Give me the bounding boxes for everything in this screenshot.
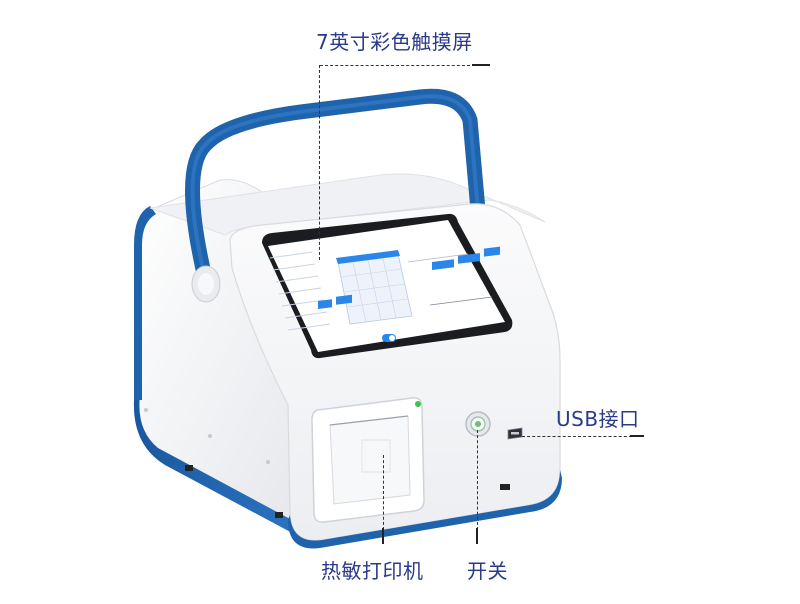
- touchscreen-leader-vertical: [319, 65, 320, 260]
- touchscreen-leader-horizontal: [320, 65, 470, 66]
- usb-leader-cap: [630, 435, 644, 437]
- status-led: [415, 401, 421, 407]
- power-callout-label: 开关: [467, 559, 508, 583]
- top-body: [149, 173, 546, 236]
- printer-leader-cap: [382, 528, 384, 544]
- printer-leader-vertical: [383, 455, 384, 530]
- printer-callout-label: 热敏打印机: [321, 559, 424, 583]
- power-button[interactable]: [465, 411, 491, 437]
- touchscreen-callout-label: 7英寸彩色触摸屏: [316, 30, 473, 54]
- usb-port[interactable]: [507, 427, 523, 440]
- usb-leader-horizontal: [522, 436, 637, 437]
- usb-callout-label: USB接口: [556, 407, 640, 431]
- touchscreen[interactable]: [262, 213, 513, 359]
- power-leader-cap: [476, 528, 478, 544]
- touchscreen-leader-cap: [472, 64, 490, 66]
- carry-handle: [185, 88, 486, 303]
- power-leader-vertical: [477, 430, 478, 530]
- thermal-printer[interactable]: [311, 397, 425, 523]
